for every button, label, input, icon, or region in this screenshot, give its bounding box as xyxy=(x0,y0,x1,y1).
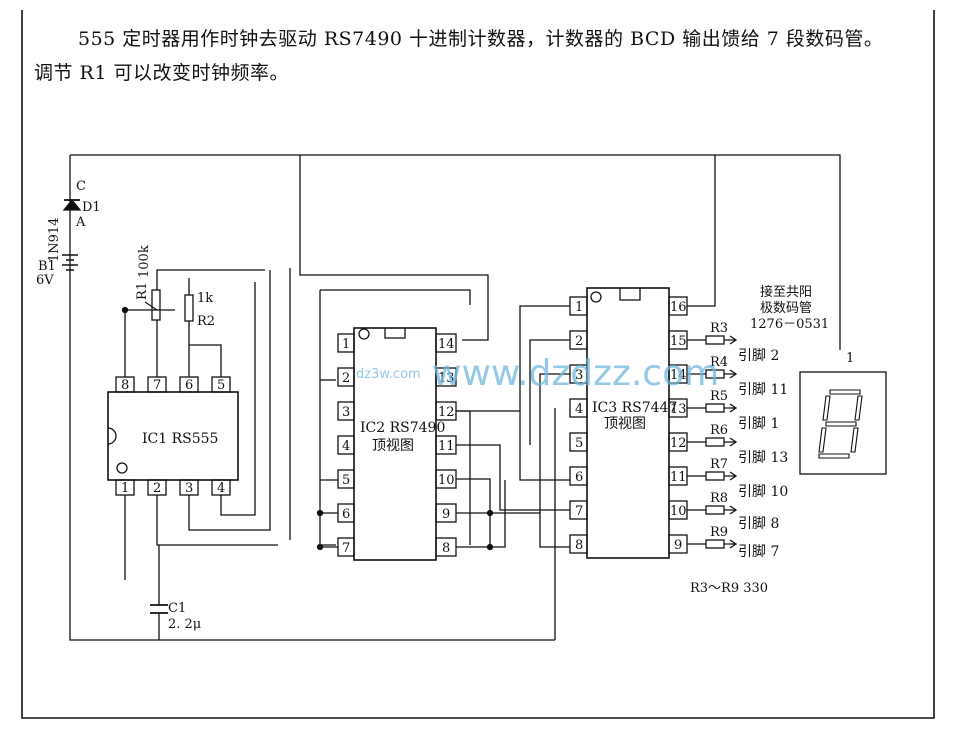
svg-text:8: 8 xyxy=(442,541,450,556)
diode-part: 1N914 xyxy=(47,218,62,262)
display-note-2: 极数码管 xyxy=(760,301,812,316)
outer-frame xyxy=(21,10,935,719)
ic2-notch xyxy=(384,328,406,339)
svg-text:14: 14 xyxy=(438,337,455,352)
svg-text:4: 4 xyxy=(342,439,350,454)
wire-ic1-8 xyxy=(124,309,175,377)
svg-text:2: 2 xyxy=(575,334,583,349)
svg-text:5: 5 xyxy=(217,378,225,393)
svg-text:13: 13 xyxy=(438,371,455,386)
ic3-pins xyxy=(569,296,688,554)
svg-text:2: 2 xyxy=(153,481,161,496)
ic3-notch xyxy=(619,288,641,301)
output-label-6: 引脚 8 xyxy=(738,516,779,532)
display-note-1: 接至共阳 xyxy=(760,284,812,300)
display-number: 1 xyxy=(846,351,854,366)
output-label-7: 引脚 7 xyxy=(738,544,779,560)
seven-segment-display xyxy=(799,371,887,475)
description-line-2: 调节 R1 可以改变时钟频率。 xyxy=(34,62,289,84)
diode-anode-label: A xyxy=(75,215,86,230)
output-resistors xyxy=(687,335,738,549)
battery-name: B1 xyxy=(38,259,56,274)
ic2-label: IC2 RS7490 xyxy=(360,420,445,436)
r3-name: R3 xyxy=(710,321,728,336)
battery-b1 xyxy=(62,254,78,271)
r2-value: 1k xyxy=(197,291,213,306)
r1-name: R1 xyxy=(135,282,150,300)
resistor-range: R3～R9 330 xyxy=(690,581,768,596)
svg-text:11: 11 xyxy=(670,470,687,485)
ic3-view: 顶视图 xyxy=(604,416,646,432)
output-label-3: 引脚 1 xyxy=(738,416,779,432)
watermark: www.dzdzz.com xyxy=(432,353,719,394)
diode-name: D1 xyxy=(82,200,101,215)
ic1-notch xyxy=(107,427,117,445)
description-line-1: 555 定时器用作时钟去驱动 RS7490 十进制计数器，计数器的 BCD 输出… xyxy=(78,28,884,50)
battery-voltage: 6V xyxy=(36,273,54,288)
diode-d1 xyxy=(62,198,82,211)
seven-segment-digit xyxy=(818,389,863,459)
svg-text:10: 10 xyxy=(670,504,687,519)
svg-text:3: 3 xyxy=(185,481,193,496)
watermark-sub: dz3w.com xyxy=(356,367,421,382)
resistor-r2 xyxy=(184,294,194,322)
r5-name: R5 xyxy=(710,389,728,404)
svg-text:8: 8 xyxy=(121,378,129,393)
svg-text:12: 12 xyxy=(670,436,687,451)
svg-text:15: 15 xyxy=(670,334,687,349)
svg-text:12: 12 xyxy=(438,405,455,420)
r7-name: R7 xyxy=(710,457,728,472)
description: 555 定时器用作时钟去驱动 RS7490 十进制计数器，计数器的 BCD 输出… xyxy=(34,22,934,90)
svg-text:1: 1 xyxy=(575,300,583,315)
r1-value: 100k xyxy=(137,245,152,278)
svg-text:7: 7 xyxy=(342,541,350,556)
svg-text:6: 6 xyxy=(185,378,193,393)
svg-text:3: 3 xyxy=(575,368,583,383)
svg-text:10: 10 xyxy=(438,473,455,488)
svg-text:9: 9 xyxy=(442,507,450,522)
svg-text:2: 2 xyxy=(342,371,350,386)
svg-text:7: 7 xyxy=(575,504,583,519)
diode-cathode-label: C xyxy=(76,179,86,194)
svg-text:1: 1 xyxy=(121,481,129,496)
svg-text:11: 11 xyxy=(438,439,455,454)
c1-value: 2. 2μ xyxy=(168,617,201,632)
capacitor-c1 xyxy=(150,604,168,614)
display-note-3: 1276－0531 xyxy=(750,317,829,332)
r6-name: R6 xyxy=(710,423,728,438)
svg-text:8: 8 xyxy=(575,538,583,553)
svg-text:7: 7 xyxy=(153,378,161,393)
c1-name: C1 xyxy=(168,601,186,616)
ic1-label: IC1 RS555 xyxy=(142,431,218,447)
r2-name: R2 xyxy=(197,314,215,329)
svg-text:4: 4 xyxy=(217,481,225,496)
ic3-label: IC3 RS7447 xyxy=(592,400,677,416)
svg-text:6: 6 xyxy=(342,507,350,522)
r4-name: R4 xyxy=(710,355,728,370)
svg-text:9: 9 xyxy=(674,538,682,553)
ic2-view: 顶视图 xyxy=(372,438,414,454)
left-rail xyxy=(69,155,555,641)
ic1-body xyxy=(107,391,239,481)
output-label-5: 引脚 10 xyxy=(738,484,788,500)
svg-text:4: 4 xyxy=(575,402,583,417)
output-label-2: 引脚 11 xyxy=(738,382,788,398)
resistor-r1 xyxy=(151,289,161,321)
svg-text:1: 1 xyxy=(342,337,350,352)
svg-text:6: 6 xyxy=(575,470,583,485)
svg-text:16: 16 xyxy=(670,300,687,315)
output-label-1: 引脚 2 xyxy=(738,348,779,364)
output-label-4: 引脚 13 xyxy=(738,450,788,466)
svg-text:3: 3 xyxy=(342,405,350,420)
svg-text:5: 5 xyxy=(342,473,350,488)
ic3-body xyxy=(586,287,670,559)
r9-name: R9 xyxy=(710,525,728,540)
svg-text:5: 5 xyxy=(575,436,583,451)
r8-name: R8 xyxy=(710,491,728,506)
svg-text:13: 13 xyxy=(670,402,687,417)
svg-text:14: 14 xyxy=(670,368,687,383)
top-rail xyxy=(70,154,841,350)
